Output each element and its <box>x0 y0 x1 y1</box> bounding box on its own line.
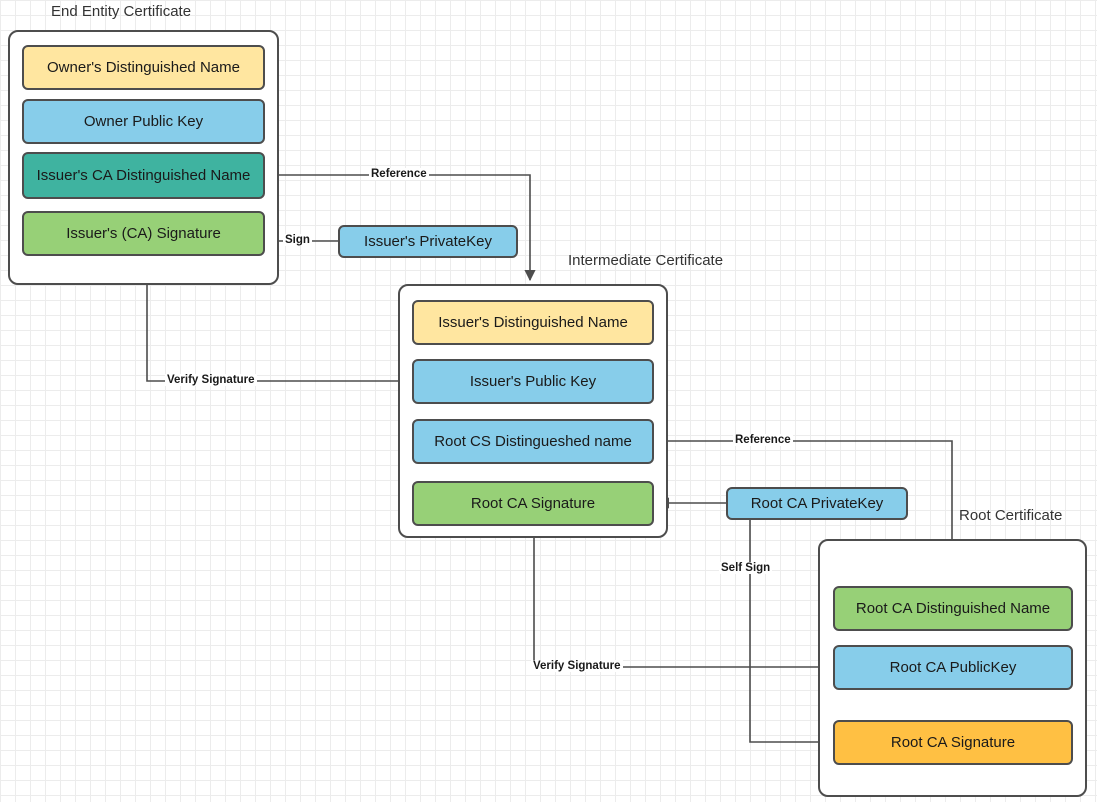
root-field-root-ca-dn-label: Root CA Distinguished Name <box>855 599 1051 617</box>
wire-verify-root-to-intermediate <box>528 525 832 668</box>
root-ca-private-key-box[interactable]: Root CA PrivateKey <box>726 487 908 520</box>
root-field-root-ca-signature-label: Root CA Signature <box>890 733 1016 751</box>
edge-label-self-sign: Self Sign <box>719 562 773 574</box>
intermediate-field-root-cs-dn[interactable]: Root CS Distingueshed name <box>412 419 654 464</box>
root-field-root-ca-public-key[interactable]: Root CA PublicKey <box>833 645 1073 690</box>
intermediate-field-root-cs-dn-label: Root CS Distingueshed name <box>434 432 632 450</box>
end-entity-field-issuer-ca-dn-label: Issuer's CA Distinguished Name <box>36 166 251 184</box>
intermediate-field-issuer-dn-label: Issuer's Distinguished Name <box>438 313 628 331</box>
edge-label-sign: Sign <box>283 234 312 246</box>
intermediate-field-root-ca-signature[interactable]: Root CA Signature <box>412 481 654 526</box>
intermediate-field-root-ca-signature-label: Root CA Signature <box>470 494 596 512</box>
issuer-private-key-label: Issuer's PrivateKey <box>364 233 492 250</box>
edge-label-verify-signature-endentity: Verify Signature <box>165 374 257 386</box>
end-entity-field-owner-dn[interactable]: Owner's Distinguished Name <box>22 45 265 90</box>
end-entity-field-owner-public-key-label: Owner Public Key <box>83 112 204 130</box>
edge-label-reference-endentity: Reference <box>369 168 429 180</box>
intermediate-field-issuer-public-key-label: Issuer's Public Key <box>469 372 597 390</box>
wire-selfsign-rootkey-to-root-signature <box>749 520 830 748</box>
intermediate-field-issuer-dn[interactable]: Issuer's Distinguished Name <box>412 300 654 345</box>
end-entity-field-owner-dn-label: Owner's Distinguished Name <box>47 58 240 76</box>
issuer-private-key-box[interactable]: Issuer's PrivateKey <box>338 225 518 258</box>
end-entity-field-issuer-ca-dn[interactable]: Issuer's CA Distinguished Name <box>22 152 265 199</box>
end-entity-field-issuer-signature-label: Issuer's (CA) Signature <box>66 224 221 242</box>
edge-label-reference-intermediate: Reference <box>733 434 793 446</box>
edge-label-verify-signature-intermediate: Verify Signature <box>531 660 623 672</box>
root-ca-private-key-label: Root CA PrivateKey <box>750 495 884 512</box>
caption-end-entity-certificate: End Entity Certificate <box>51 3 192 20</box>
caption-intermediate-certificate: Intermediate Certificate <box>568 252 724 269</box>
caption-root-certificate: Root Certificate <box>959 507 1063 524</box>
root-field-root-ca-dn[interactable]: Root CA Distinguished Name <box>833 586 1073 631</box>
root-field-root-ca-signature[interactable]: Root CA Signature <box>833 720 1073 765</box>
root-field-root-ca-public-key-label: Root CA PublicKey <box>889 658 1017 676</box>
end-entity-field-issuer-signature[interactable]: Issuer's (CA) Signature <box>22 211 265 256</box>
end-entity-field-owner-public-key[interactable]: Owner Public Key <box>22 99 265 144</box>
intermediate-field-issuer-public-key[interactable]: Issuer's Public Key <box>412 359 654 404</box>
